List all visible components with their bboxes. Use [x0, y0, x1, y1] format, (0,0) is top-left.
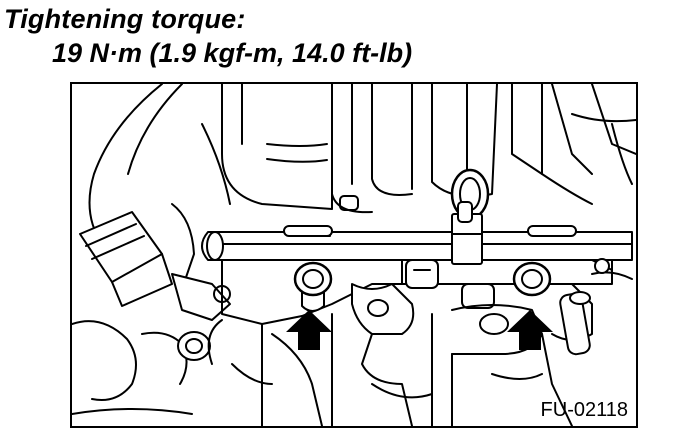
arrow-left — [286, 310, 332, 350]
right-pipe-fitting — [559, 123, 633, 356]
left-connector — [72, 203, 231, 401]
cylinder-head — [72, 259, 613, 426]
bolt-arrows — [286, 310, 553, 350]
torque-label: Tightening torque: — [4, 4, 246, 34]
fuel-rail-drawing — [72, 84, 636, 426]
arrow-right — [507, 310, 553, 350]
intake-manifold — [88, 84, 636, 245]
torque-value: 19 N·m (1.9 kgf-m, 14.0 ft-lb) — [52, 38, 413, 68]
engine-illustration: FU-02118 — [70, 82, 638, 428]
fuel-rail — [201, 168, 633, 265]
figure-id: FU-02118 — [540, 399, 628, 421]
